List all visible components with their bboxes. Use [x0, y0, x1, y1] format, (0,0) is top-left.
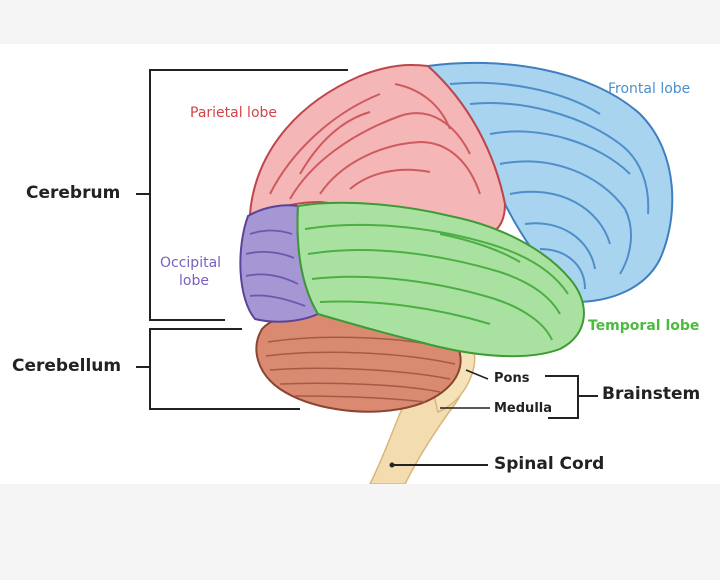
pons-leader [465, 369, 489, 380]
brain-diagram [136, 61, 674, 484]
occipital-lobe-label-line2: lobe [179, 273, 209, 289]
temporal-lobe-shape [296, 201, 585, 358]
brainstem-label: Brainstem [602, 384, 701, 404]
frontal-lobe-label: Frontal lobe [608, 81, 691, 97]
temporal-lobe-label: Temporal lobe [588, 318, 700, 334]
cerebellum-label: Cerebellum [12, 356, 122, 376]
cerebellum-folds [265, 336, 456, 403]
spinal-cord-dot [389, 462, 395, 468]
medulla-label: Medulla [494, 401, 552, 416]
cerebrum-label: Cerebrum [26, 183, 121, 203]
parietal-lobe-gyri [269, 83, 481, 200]
cerebrum-bracket [136, 69, 348, 321]
pons-label: Pons [494, 371, 530, 386]
parietal-lobe-label: Parietal lobe [190, 105, 278, 121]
occipital-lobe-gyri [245, 229, 306, 307]
brain-figure: Cerebrum Cerebellum Parietal lobe Fronta… [0, 44, 720, 484]
brainstem-bracket [545, 375, 598, 419]
frontal-lobe-gyri [449, 81, 650, 290]
cerebellum-bracket [136, 328, 300, 410]
temporal-lobe-gyri [304, 223, 569, 341]
spinal-cord-label: Spinal Cord [494, 454, 605, 474]
occipital-lobe-label-line1: Occipital [160, 255, 222, 271]
